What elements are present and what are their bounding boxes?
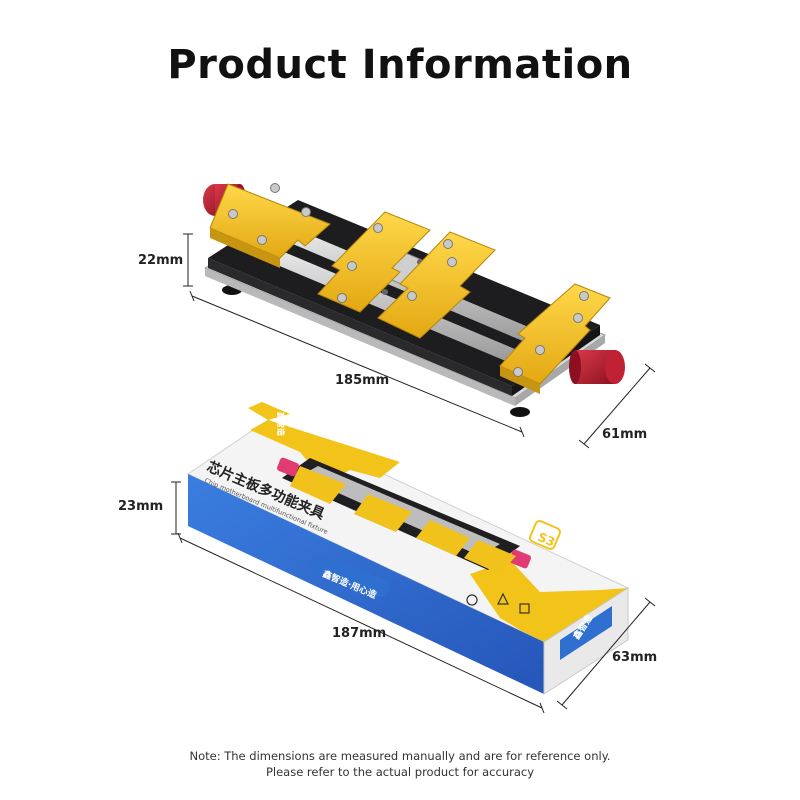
fixture-clamp-left bbox=[209, 183, 331, 268]
note-line-2: Please refer to the actual product for a… bbox=[265, 765, 535, 779]
fixture-height-label: 22mm bbox=[138, 253, 184, 268]
fixture bbox=[203, 183, 625, 417]
box-length-label: 187mm bbox=[332, 626, 387, 641]
box-model: S3 bbox=[536, 530, 557, 550]
box-dimension-lines bbox=[171, 481, 656, 714]
fixture-clamp-center bbox=[317, 211, 431, 313]
box-printed-fixture bbox=[277, 457, 531, 574]
fixture-rail bbox=[232, 236, 522, 362]
feature-icon bbox=[519, 603, 530, 614]
box-end-logo: 鑫智造 bbox=[276, 411, 286, 436]
box-height-label: 23mm bbox=[118, 499, 164, 514]
fixture-dimension-lines bbox=[183, 233, 656, 449]
fixture-foot bbox=[510, 407, 530, 417]
box-slogan-pill bbox=[310, 553, 390, 597]
box-model-badge bbox=[528, 520, 562, 550]
box-top-yellow bbox=[250, 420, 400, 480]
box-width-label: 63mm bbox=[612, 650, 658, 665]
fixture-clamp-center-right bbox=[377, 231, 496, 339]
page-title: Product Information bbox=[167, 42, 633, 88]
feature-icon bbox=[466, 594, 478, 606]
fixture-length-label: 185mm bbox=[335, 373, 390, 388]
box bbox=[186, 402, 630, 695]
feature-icon bbox=[497, 592, 509, 605]
note-line-1: Note: The dimensions are measured manual… bbox=[189, 749, 611, 763]
fixture-knob-right bbox=[569, 350, 625, 384]
fixture-width-label: 61mm bbox=[602, 427, 648, 442]
fixture-clamp-right bbox=[499, 283, 611, 394]
